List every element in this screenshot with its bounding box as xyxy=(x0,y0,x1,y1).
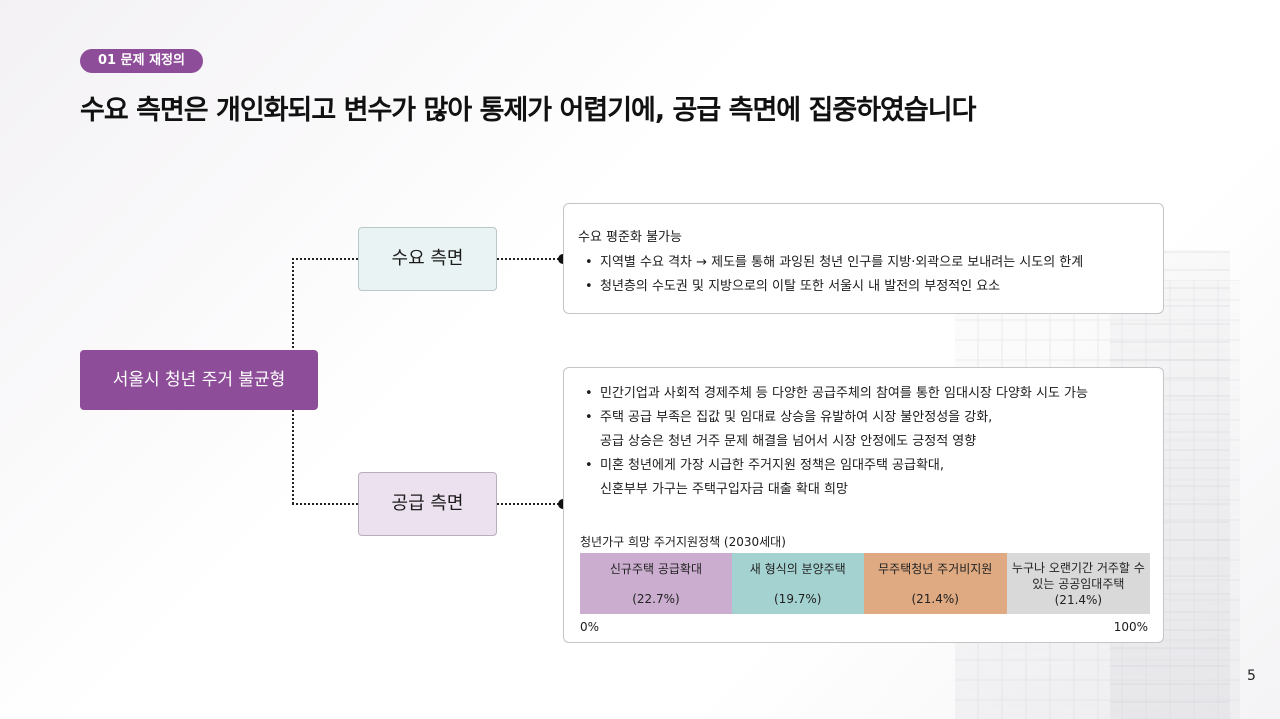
supply-bullet-item: 미혼 청년에게 가장 시급한 주거지원 정책은 임대주택 공급확대, 신혼부부 … xyxy=(578,454,1153,502)
supply-bullet-item: 민간기업과 사회적 경제주체 등 다양한 공급주체의 참여를 통한 임대시장 다… xyxy=(578,382,1153,406)
supply-bullet-line: 주택 공급 부족은 집값 및 임대료 상승을 유발하여 시장 불안정성을 강화, xyxy=(600,410,993,425)
bar-segment-value: (21.4%) xyxy=(911,591,959,606)
demand-card-title: 수요 평준화 불가능 xyxy=(578,230,682,245)
bar-segment: 무주택청년 주거비지원 (21.4%) xyxy=(863,553,1007,614)
bar-segment-label: 누구나 오랜기간 거주할 수 있는 공공임대주택 (21.4%) xyxy=(1011,560,1145,607)
supply-bullet-line: 신혼부부 가구는 주택구입자금 대출 확대 희망 xyxy=(600,482,848,497)
supply-bullet-line: 민간기업과 사회적 경제주체 등 다양한 공급주체의 참여를 통한 임대시장 다… xyxy=(600,386,1088,401)
demand-bullet-item: 지역별 수요 격차 → 제도를 통해 과잉된 청년 인구를 지방·외곽으로 보내… xyxy=(578,251,1151,275)
bar-segment-label: 새 형식의 분양주택 xyxy=(749,561,846,576)
bar-segment: 신규주택 공급확대 (22.7%) xyxy=(580,553,732,614)
demand-node-box: 수요 측면 xyxy=(358,227,497,291)
bar-segment-label: 무주택청년 주거비지원 xyxy=(878,561,993,576)
section-tag: 01 문제 재정의 xyxy=(80,49,203,73)
stacked-bar-chart: 신규주택 공급확대 (22.7%) 새 형식의 분양주택 (19.7%) 무주택청년 주… xyxy=(580,553,1150,614)
connector-demand-left xyxy=(292,258,358,260)
bar-segment-value: (19.7%) xyxy=(774,591,822,606)
axis-max-label: 100% xyxy=(1113,620,1148,634)
supply-bullet-item: 주택 공급 부족은 집값 및 임대료 상승을 유발하여 시장 불안정성을 강화,… xyxy=(578,406,1153,454)
page-number: 5 xyxy=(1247,668,1256,684)
bar-segment: 새 형식의 분양주택 (19.7%) xyxy=(731,553,864,614)
bar-segment: 누구나 오랜기간 거주할 수 있는 공공임대주택 (21.4%) xyxy=(1006,553,1150,614)
demand-bullet-item: 청년층의 수도권 및 지방으로의 이탈 또한 서울시 내 발전의 부정적인 요소 xyxy=(578,275,1151,299)
supply-node-box: 공급 측면 xyxy=(358,472,497,536)
axis-min-label: 0% xyxy=(580,620,600,634)
demand-bullet-list: 지역별 수요 격차 → 제도를 통해 과잉된 청년 인구를 지방·외곽으로 보내… xyxy=(578,251,1151,299)
supply-bullet-line: 공급 상승은 청년 거주 문제 해결을 넘어서 시장 안정에도 긍정적 영향 xyxy=(600,434,977,449)
bar-segment-value: (22.7%) xyxy=(632,591,680,606)
supply-detail-card: 민간기업과 사회적 경제주체 등 다양한 공급주체의 참여를 통한 임대시장 다… xyxy=(563,367,1164,643)
connector-demand-right xyxy=(497,258,563,260)
supply-bullet-line: 미혼 청년에게 가장 시급한 주거지원 정책은 임대주택 공급확대, xyxy=(600,458,945,473)
chart-title: 청년가구 희망 주거지원정책 (2030세대) xyxy=(580,535,786,549)
connector-supply-left xyxy=(292,503,358,505)
supply-bullet-list: 민간기업과 사회적 경제주체 등 다양한 공급주체의 참여를 통한 임대시장 다… xyxy=(578,382,1153,502)
bar-segment-label: 신규주택 공급확대 xyxy=(609,561,702,576)
main-node-box: 서울시 청년 주거 불균형 xyxy=(80,350,318,410)
page-headline: 수요 측면은 개인화되고 변수가 많아 통제가 어렵기에, 공급 측면에 집중하… xyxy=(80,95,976,126)
connector-supply-right xyxy=(497,503,563,505)
demand-detail-card: 수요 평준화 불가능 지역별 수요 격차 → 제도를 통해 과잉된 청년 인구를… xyxy=(563,203,1164,314)
